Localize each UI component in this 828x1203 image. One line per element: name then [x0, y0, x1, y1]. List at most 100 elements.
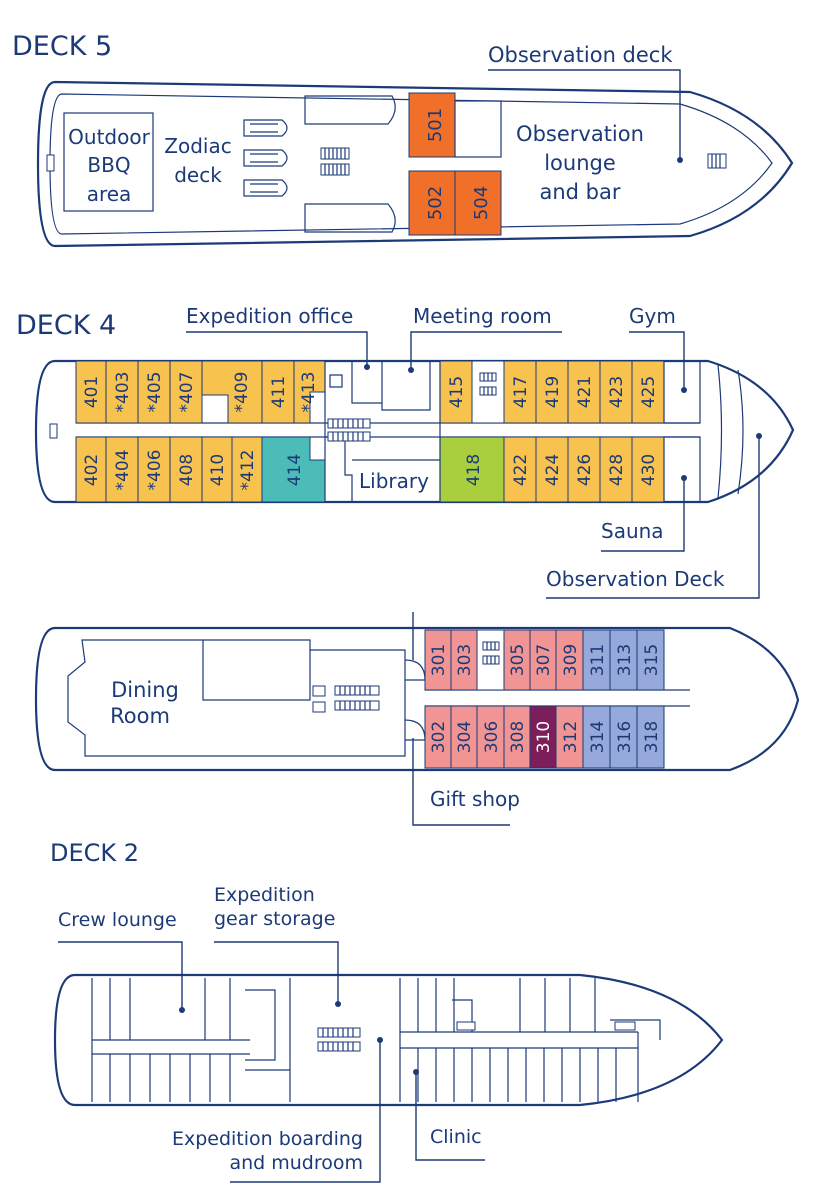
cabin-404[interactable]: *404 [105, 436, 139, 503]
cabin-305[interactable]: 305 [503, 629, 531, 691]
svg-text:*405: *405 [145, 372, 165, 413]
cabin-502[interactable]: 502 [408, 170, 456, 236]
cabin-304[interactable]: 304 [450, 705, 478, 769]
svg-text:318: 318 [642, 721, 662, 753]
svg-text:313: 313 [615, 644, 635, 676]
cabin-316[interactable]: 316 [609, 705, 638, 769]
cabin-308[interactable]: 308 [503, 705, 531, 769]
deck-5-service-room [454, 100, 502, 158]
deck-4: DECK 4 401 *403 *405 *407 *409 411 *413 … [16, 304, 795, 599]
stairs-icon [327, 418, 371, 442]
cabin-410[interactable]: 410 [201, 436, 233, 503]
cabin-418[interactable]: 418 [439, 436, 505, 503]
svg-text:316: 316 [615, 721, 635, 753]
cabin-303[interactable]: 303 [450, 629, 478, 691]
cabin-301[interactable]: 301 [424, 629, 452, 691]
observation-deck-5-leader [488, 69, 681, 160]
svg-text:501: 501 [425, 108, 446, 142]
cabin-309[interactable]: 309 [555, 629, 584, 691]
cabin-413[interactable]: *413 [293, 360, 326, 424]
cabin-501[interactable]: 501 [408, 92, 456, 158]
deck-4-bottom-cabins: 402 *404 *406 408 410 *412 414 418 422 4… [75, 436, 665, 503]
cabin-422[interactable]: 422 [503, 436, 537, 503]
library-label: Library [359, 469, 429, 493]
deck-5-hull [36, 80, 794, 248]
gear-storage-label-1: Expedition [214, 884, 315, 906]
cabin-307[interactable]: 307 [529, 629, 557, 691]
cabin-302[interactable]: 302 [424, 705, 452, 769]
cabin-430[interactable]: 430 [631, 436, 665, 503]
cabin-407[interactable]: *407 [169, 360, 203, 424]
svg-text:306: 306 [482, 721, 502, 753]
deck-2-hull [53, 973, 724, 1107]
cabin-318[interactable]: 318 [636, 705, 665, 769]
cabin-504[interactable]: 504 [454, 170, 502, 236]
zodiac-label-2: deck [174, 163, 222, 187]
lounge-label-2: lounge [544, 151, 616, 175]
cabin-425[interactable]: 425 [631, 360, 665, 424]
svg-text:*403: *403 [113, 372, 133, 413]
cabin-417[interactable]: 417 [503, 360, 537, 424]
cabin-412[interactable]: *412 [231, 436, 263, 503]
svg-text:417: 417 [511, 376, 531, 408]
deck-3-top-cabins: 301 303 305 307 309 311 313 315 [424, 629, 665, 691]
cabin-314[interactable]: 314 [582, 705, 611, 769]
cabin-415[interactable]: 415 [439, 360, 473, 424]
gym-leader [629, 331, 685, 390]
cabin-405[interactable]: *405 [137, 360, 171, 424]
cabin-428[interactable]: 428 [599, 436, 633, 503]
cabin-401[interactable]: 401 [75, 360, 107, 424]
deck-3-bottom-cabins: 302 304 306 308 310 312 314 316 318 [424, 705, 665, 769]
bow-stairs-icon [707, 153, 727, 169]
cabin-403[interactable]: *403 [105, 360, 139, 424]
cabin-426[interactable]: 426 [567, 436, 601, 503]
svg-text:*413: *413 [299, 372, 319, 413]
bbq-area [63, 112, 154, 212]
clinic-leader [415, 1072, 485, 1161]
gear-storage-label-2: gear storage [214, 908, 335, 930]
deck-5-cabins: 501 502 504 [408, 92, 502, 236]
stairs-icon [317, 1021, 636, 1052]
deck-5-title: DECK 5 [12, 31, 112, 62]
bbq-label-1: Outdoor [68, 125, 150, 149]
svg-text:425: 425 [639, 376, 659, 408]
vent-icon [46, 154, 55, 172]
cabin-408[interactable]: 408 [169, 436, 203, 503]
stairs-icon [482, 641, 500, 665]
cabin-402[interactable]: 402 [75, 436, 107, 503]
zodiac-boats-icon [243, 119, 288, 197]
cabin-406[interactable]: *406 [137, 436, 171, 503]
cabin-313[interactable]: 313 [609, 629, 638, 691]
cabin-315[interactable]: 315 [636, 629, 665, 691]
gym-room [663, 360, 701, 424]
svg-text:303: 303 [455, 644, 475, 676]
cabin-311[interactable]: 311 [582, 629, 611, 691]
deck-2: DECK 2 Crew lounge Expedition gear stora… [50, 839, 724, 1183]
svg-text:309: 309 [561, 644, 581, 676]
svg-text:422: 422 [511, 454, 531, 486]
cabin-312[interactable]: 312 [555, 705, 584, 769]
clinic-label: Clinic [430, 1126, 482, 1148]
cabin-424[interactable]: 424 [535, 436, 569, 503]
svg-text:424: 424 [543, 454, 563, 486]
cabin-409[interactable]: *409 [201, 360, 263, 424]
cabin-310[interactable]: 310 [529, 705, 557, 769]
cabin-423[interactable]: 423 [599, 360, 633, 424]
svg-text:504: 504 [471, 186, 492, 220]
deck-2-interior [91, 978, 661, 1102]
svg-text:304: 304 [455, 721, 475, 753]
cabin-419[interactable]: 419 [535, 360, 569, 424]
deck-2-title: DECK 2 [50, 839, 139, 867]
deck-5-inner-rail [49, 93, 773, 235]
cabin-414[interactable]: 414 [261, 436, 326, 503]
cabin-306[interactable]: 306 [476, 705, 505, 769]
svg-text:401: 401 [82, 376, 102, 408]
crew-lounge-leader [58, 941, 183, 1010]
cabin-421[interactable]: 421 [567, 360, 601, 424]
svg-text:*409: *409 [232, 372, 252, 413]
stairs-icon [320, 147, 350, 176]
deck-4-title: DECK 4 [16, 310, 116, 341]
svg-text:414: 414 [285, 454, 305, 486]
cabin-411[interactable]: 411 [261, 360, 295, 424]
svg-text:312: 312 [561, 721, 581, 753]
